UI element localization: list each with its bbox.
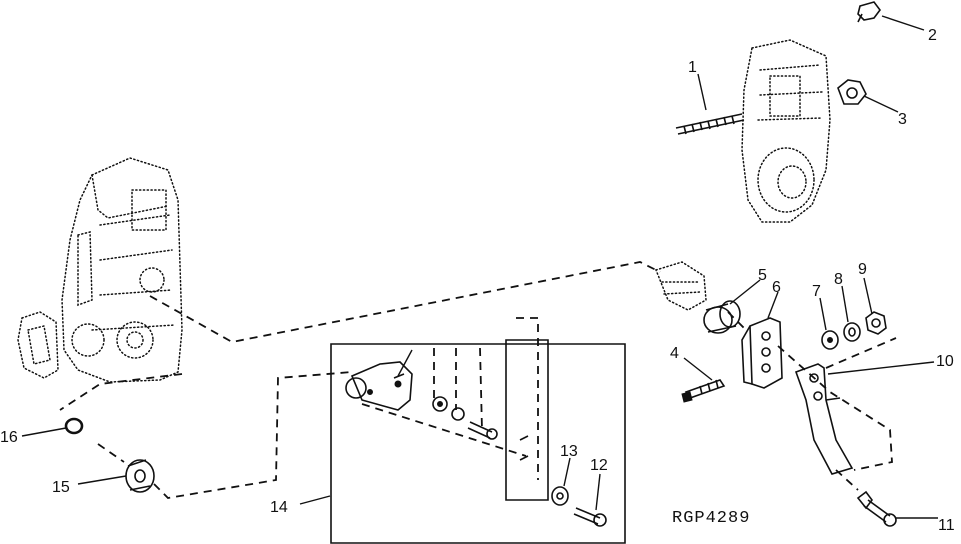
kit-box-14: [330, 343, 626, 544]
kit-lever-plate: [345, 361, 413, 411]
callout-6: 6: [772, 279, 781, 296]
leader-lines: [21, 15, 938, 519]
kit-bolt: [467, 421, 498, 440]
part-16-o-ring: [64, 417, 84, 435]
part-10-arm: [794, 363, 854, 475]
assembly-lines: [59, 261, 897, 499]
pump-housing-right: [741, 39, 831, 223]
callout-9: 9: [858, 261, 867, 278]
part-4-pin: [681, 379, 726, 403]
part-11-bolt: [856, 490, 897, 527]
part-1-stud: [675, 113, 745, 135]
callout-5: 5: [758, 267, 767, 284]
kit-lock-washer: [451, 407, 465, 421]
callout-3: 3: [898, 111, 907, 128]
kit-strip: [505, 317, 549, 501]
callout-2: 2: [928, 27, 937, 44]
pump-housing-left: [61, 157, 183, 383]
part-6-bracket: [741, 317, 783, 389]
callout-8: 8: [834, 271, 843, 288]
callout-14: 14: [270, 499, 288, 516]
callout-labels: 1 2 3 4 5 6 7 8 9 10 11 12 13 14 15 16: [0, 27, 955, 534]
gasket-plate: [17, 311, 59, 379]
callout-4: 4: [670, 345, 679, 362]
kit-washer: [432, 396, 448, 412]
callout-16: 16: [0, 429, 18, 446]
part-8-lock-washer: [843, 322, 861, 342]
part-2-fitting: [857, 1, 881, 23]
part-3-nut: [837, 79, 867, 105]
callout-1: 1: [688, 59, 697, 76]
part-5-bushing: [703, 300, 741, 334]
part-15-bushing: [125, 459, 155, 493]
callout-13: 13: [560, 443, 578, 460]
part-7-washer: [821, 330, 839, 350]
callout-7: 7: [812, 283, 821, 300]
part-13-washer: [551, 486, 569, 506]
callout-10: 10: [936, 353, 954, 370]
callout-15: 15: [52, 479, 70, 496]
plug-fitting: [655, 261, 707, 311]
callout-12: 12: [590, 457, 608, 474]
part-12-bolt: [573, 507, 607, 527]
part-9-nut: [865, 311, 887, 335]
figure-reference-code: RGP4289: [672, 509, 750, 528]
callout-11: 11: [938, 517, 955, 534]
